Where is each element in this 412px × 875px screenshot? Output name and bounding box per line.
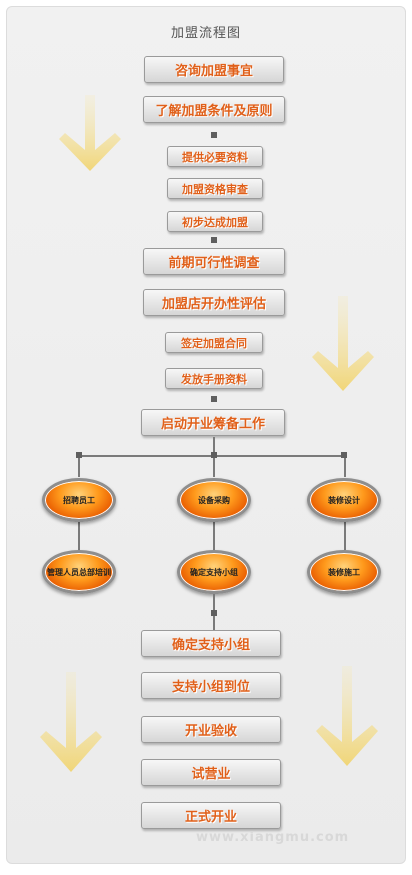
node-decoration-construction: 装修施工	[307, 550, 381, 594]
connector-dot	[211, 132, 217, 138]
decor-arrow-right-bottom	[316, 666, 378, 766]
step-provide-materials: 提供必要资料	[167, 146, 263, 167]
connector-dot	[211, 610, 217, 616]
node-equipment-purchase: 设备采购	[177, 478, 251, 522]
connector-dot	[211, 452, 217, 458]
decor-arrow-right-middle	[312, 296, 374, 391]
watermark: www.xiangmu.com	[196, 830, 350, 845]
decor-arrow-left-top	[59, 95, 121, 171]
connector-dot	[211, 396, 217, 402]
decor-arrow-left-bottom	[40, 672, 102, 772]
step-qualification-review: 加盟资格审查	[167, 178, 263, 199]
step-distribute-manuals: 发放手册资料	[165, 368, 263, 389]
node-decoration-design: 装修设计	[307, 478, 381, 522]
step-grand-opening: 正式开业	[141, 802, 281, 829]
branch-connector	[344, 455, 346, 477]
branch-connector	[78, 520, 80, 550]
branch-connector	[213, 455, 215, 477]
step-confirm-support-team: 确定支持小组	[141, 630, 281, 657]
step-feasibility-survey: 前期可行性调查	[143, 248, 285, 275]
step-sign-contract: 签定加盟合同	[165, 332, 263, 353]
step-store-evaluation: 加盟店开办性评估	[143, 289, 285, 316]
step-understand-conditions: 了解加盟条件及原则	[143, 96, 285, 123]
step-consult: 咨询加盟事宜	[144, 56, 284, 83]
branch-connector	[213, 520, 215, 550]
step-trial-operation: 试营业	[141, 759, 281, 786]
connector-dot	[341, 452, 347, 458]
node-recruit-staff: 招聘员工	[42, 478, 116, 522]
step-start-preparation: 启动开业筹备工作	[141, 409, 285, 436]
connector-dot	[76, 452, 82, 458]
node-confirm-support-team: 确定支持小组	[177, 550, 251, 594]
diagram-title: 加盟流程图	[170, 26, 241, 41]
branch-connector	[344, 520, 346, 550]
step-support-team-arrive: 支持小组到位	[141, 672, 281, 699]
step-preliminary-agreement: 初步达成加盟	[167, 211, 263, 232]
branch-connector	[213, 437, 215, 457]
step-opening-inspection: 开业验收	[141, 716, 281, 743]
branch-connector	[78, 455, 80, 477]
node-management-training: 管理人员总部培训	[42, 550, 116, 594]
connector-dot	[211, 237, 217, 243]
